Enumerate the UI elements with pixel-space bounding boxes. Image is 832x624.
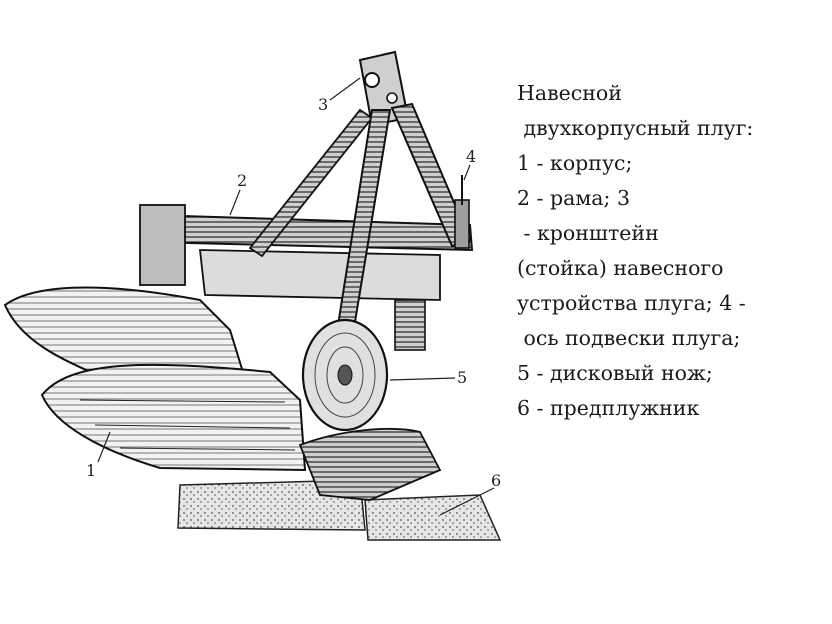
hitch-axle bbox=[454, 175, 470, 249]
legend-line: 2 - рама; 3 bbox=[517, 186, 630, 210]
callout-4: 4 bbox=[466, 147, 476, 166]
disc-coulter bbox=[301, 299, 426, 432]
callout-5: 5 bbox=[457, 368, 467, 387]
callout-6: 6 bbox=[491, 471, 501, 490]
legend-line: 6 - предплужник bbox=[517, 396, 700, 420]
front-plough-body bbox=[40, 363, 307, 472]
legend-line: двухкорпусный плуг: bbox=[517, 116, 754, 140]
legend-line: ось подвески плуга; bbox=[517, 326, 741, 350]
legend-line: (стойка) навесного bbox=[517, 256, 724, 280]
callout-3: 3 bbox=[318, 95, 328, 114]
legend-line: устройства плуга; 4 - bbox=[517, 291, 746, 315]
callout-2: 2 bbox=[237, 171, 247, 190]
leader-lines bbox=[97, 77, 495, 516]
callout-1: 1 bbox=[86, 461, 96, 480]
frame-beam bbox=[139, 204, 474, 301]
skimmer bbox=[298, 428, 442, 501]
plough-illustration: 1 2 3 4 5 6 bbox=[3, 50, 501, 541]
legend-line: 1 - корпус; bbox=[517, 151, 633, 175]
legend-line: Навесной bbox=[517, 81, 622, 105]
legend-line: - кронштейн bbox=[517, 221, 659, 245]
legend-caption: Навесной двухкорпусный плуг: 1 - корпус;… bbox=[517, 76, 822, 426]
legend-line: 5 - дисковый нож; bbox=[517, 361, 713, 385]
mast-bracket bbox=[334, 50, 472, 342]
